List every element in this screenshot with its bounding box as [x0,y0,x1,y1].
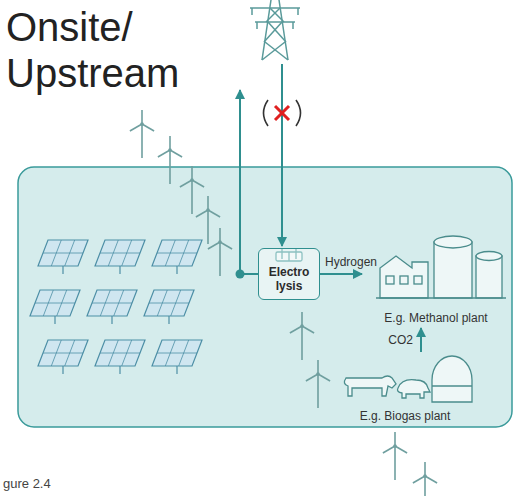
wind-turbine [180,166,204,214]
flow-label: Hydrogen [323,255,379,269]
node-text: E.g. Biogas plant [360,409,451,423]
red-cross [275,106,289,120]
wind-turbine [208,228,232,276]
wind-turbine [413,462,437,496]
bracket [264,100,269,126]
solar-panel [152,340,202,374]
grid-pylon [250,0,300,60]
wind-turbine [383,432,407,480]
solar-panel [144,290,194,324]
node-text: Electro lysis [263,265,315,293]
wind-turbine [290,312,314,360]
biogas-plant-icon [344,356,472,402]
plant-box: E.g. Biogas plant [330,352,480,426]
solar-panel [87,290,137,324]
node-text: E.g. Methanol plant [384,311,487,325]
bracket [296,100,301,126]
solar-panel [38,340,88,374]
wind-turbine [196,196,220,244]
grid-supply-arrow [281,64,283,246]
diagram-title: Onsite/ Upstream [6,4,206,96]
flow-label: CO2 [386,333,415,347]
flow-arrow [320,273,362,275]
wind-turbine [158,136,182,184]
process-box: Electro lysis [258,248,320,300]
red-cross [275,106,289,120]
solar-panel [38,240,88,274]
onsite-region [18,167,512,427]
solar-panel [152,240,202,274]
junction-dot [236,270,245,279]
methanol-plant-icon [376,236,506,298]
caption-fragment: gure 2.4 [3,476,51,492]
flow-arrow [420,328,422,352]
solar-panel [30,290,80,324]
wind-turbine [130,110,154,158]
feed-in-arrow [239,90,241,274]
plant-box: E.g. Methanol plant [362,228,510,328]
wind-turbine [306,360,330,408]
solar-panel [95,340,145,374]
solar-panel [95,240,145,274]
